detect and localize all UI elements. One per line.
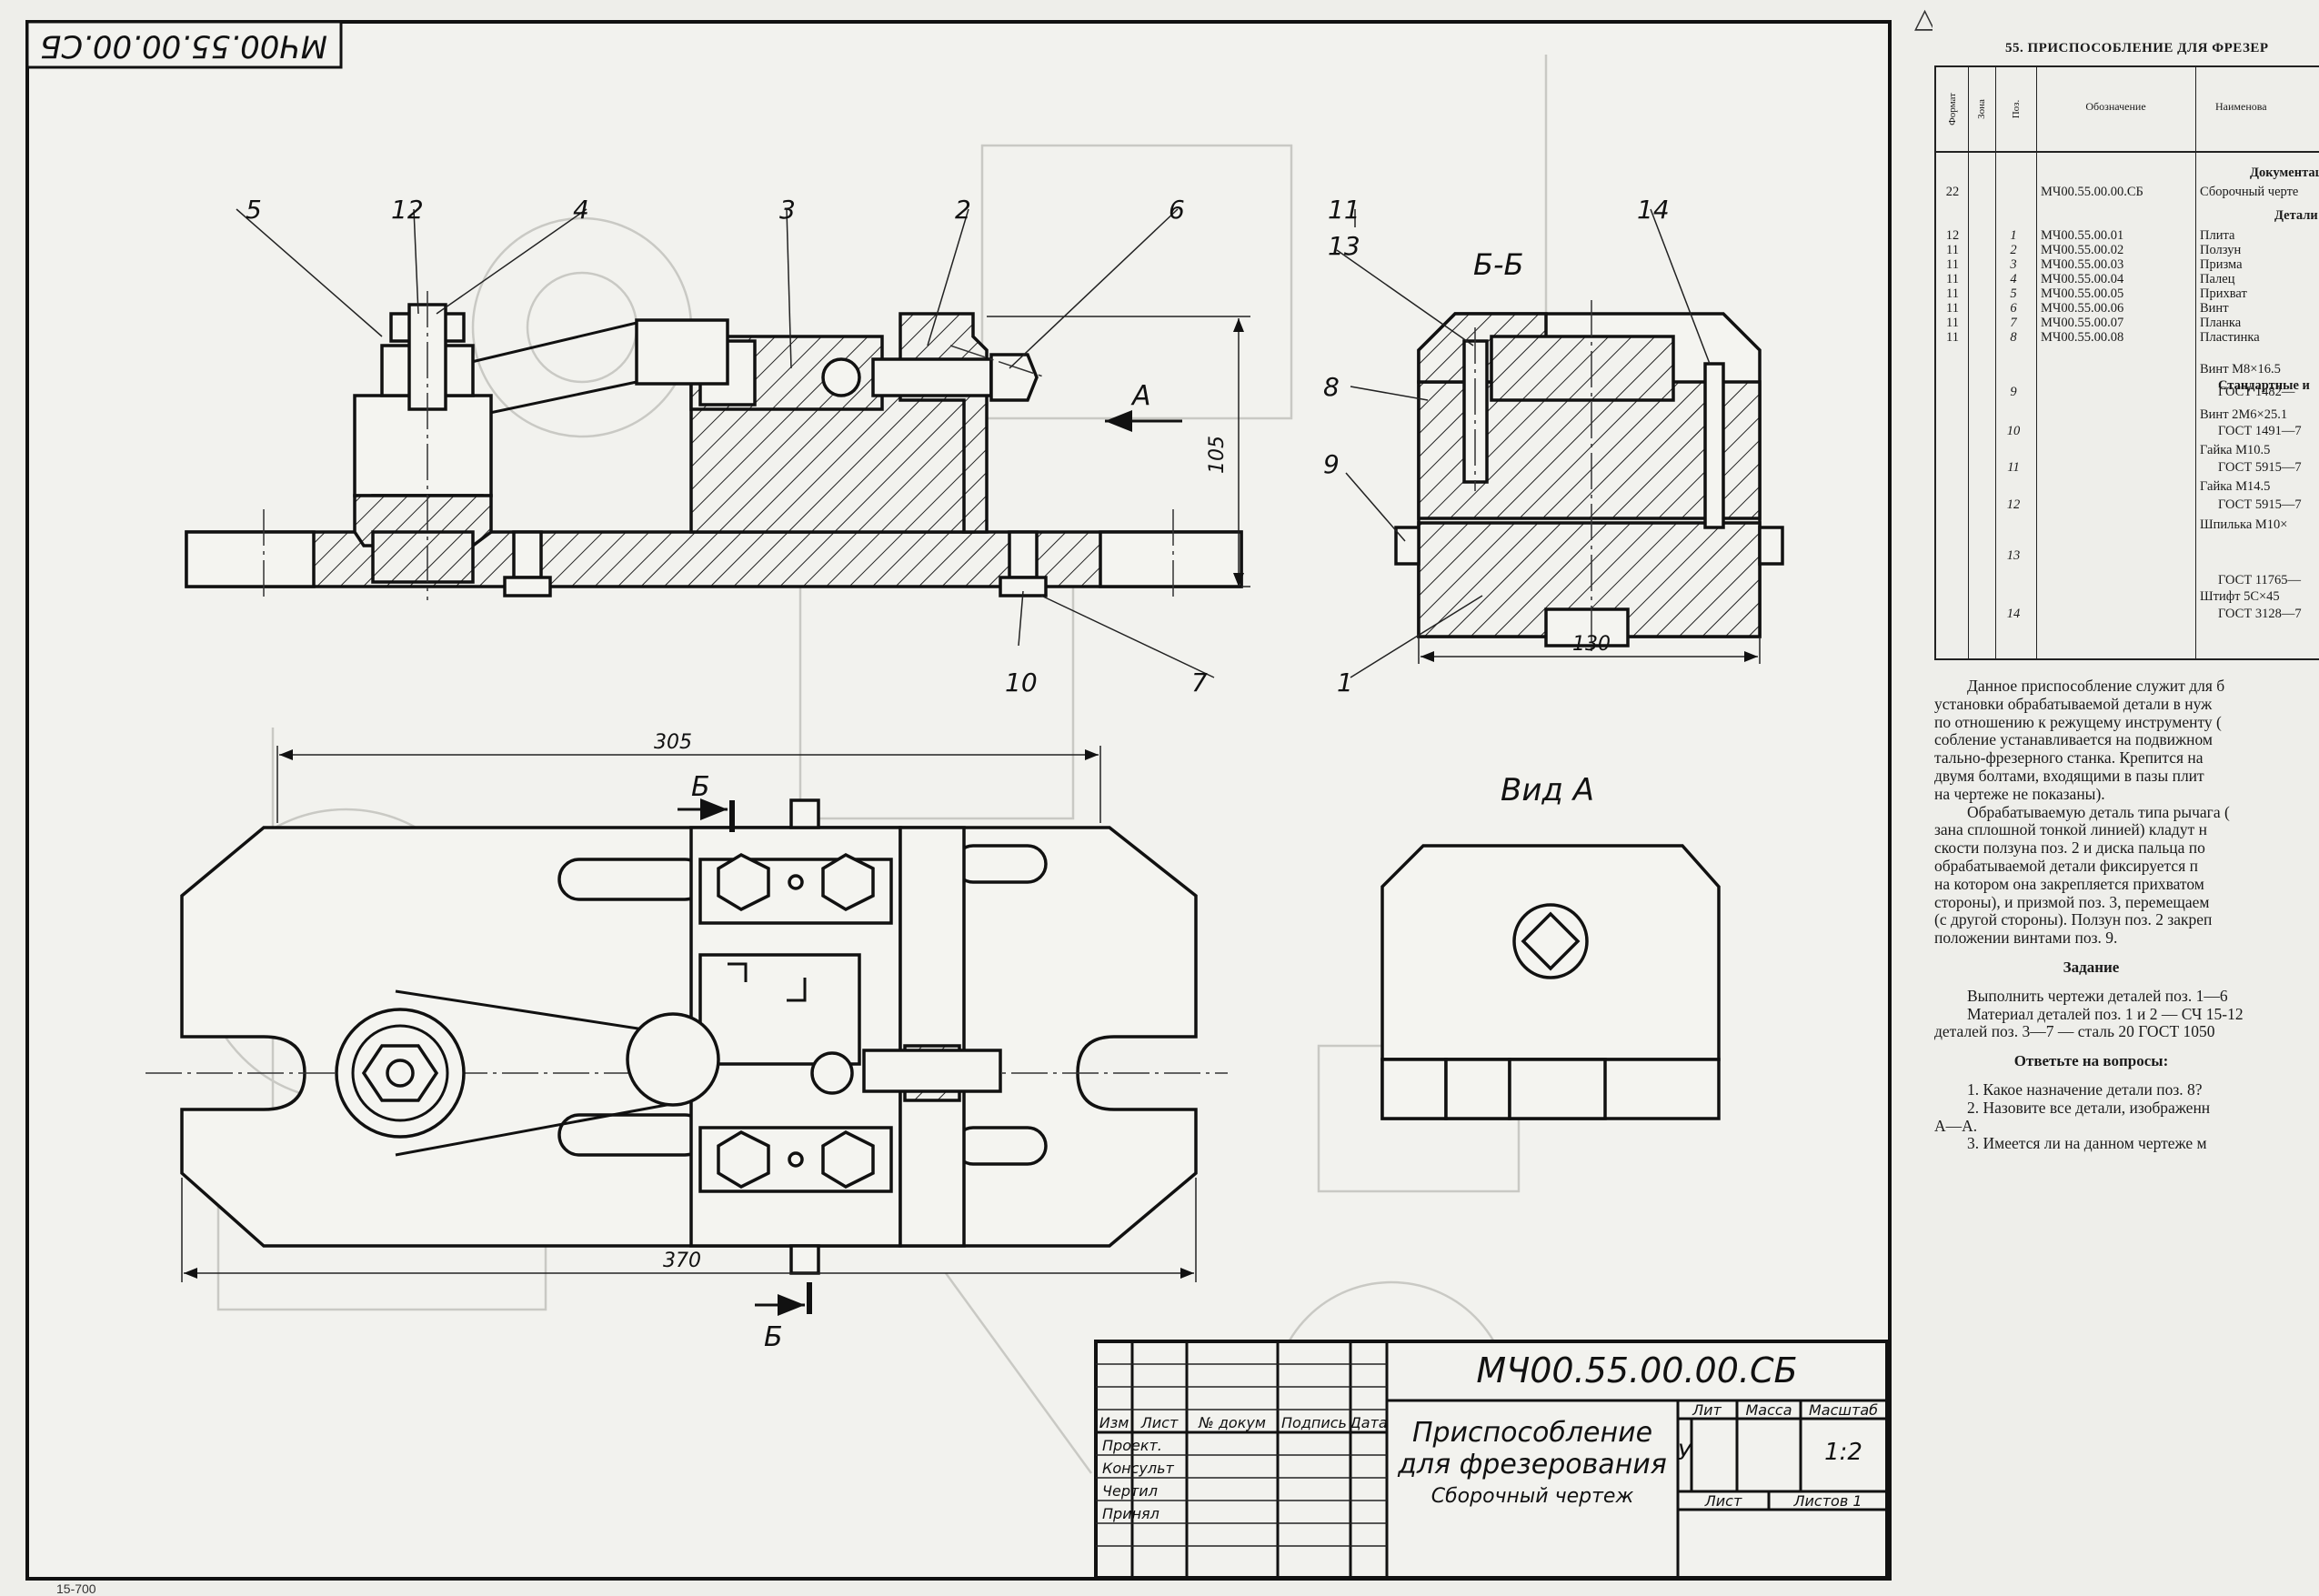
cut-letter-bottom: Б xyxy=(764,1321,783,1353)
text-line: собление устанавливается на подвижном xyxy=(1934,731,2213,749)
dimension-305: 305 xyxy=(654,731,692,754)
text-line: по отношению к режущему инструменту ( xyxy=(1934,713,2222,731)
text-line: тально-фрезерного станка. Крепится на xyxy=(1934,749,2204,768)
tb-lit-label: Лит xyxy=(1692,1401,1722,1419)
spec-header-pos: Поз. xyxy=(2010,99,2022,119)
text-line: деталей поз. 3—7 — сталь 20 ГОСТ 1050 xyxy=(1934,1023,2215,1041)
rotated-code-stamp: МЧ00.55.00.00.СБ xyxy=(25,20,343,69)
text-line: зана сплошной тонкой линией) кладут н xyxy=(1934,821,2207,839)
tb-role-proekt: Проект. xyxy=(1102,1437,1162,1454)
tb-scale-value: 1:2 xyxy=(1824,1439,1862,1466)
direction-label: A xyxy=(1130,380,1151,412)
task-heading: Задание xyxy=(2063,958,2120,976)
text-line: Данное приспособление служит для б xyxy=(1967,678,2225,695)
front-view-callouts: 5 12 4 3 2 6 10 7 xyxy=(236,195,1215,698)
text-line: Выполнить чертежи деталей поз. 1—6 xyxy=(1967,987,2228,1005)
text-line: двумя болтами, входящими в пазы плит xyxy=(1934,767,2204,785)
corner-triangle-icon: △ xyxy=(1914,3,1932,35)
tb-lit-value: У xyxy=(1678,1440,1692,1465)
text-line: положении винтами поз. 9. xyxy=(1934,929,2118,948)
text-line: 1. Какое назначение детали поз. 8? xyxy=(1967,1080,2203,1099)
questions-list: 1. Какое назначение детали поз. 8?2. Наз… xyxy=(1934,1081,2319,1153)
spec-section-documents: Документац xyxy=(2250,166,2319,180)
dimension-130: 130 xyxy=(1572,633,1611,656)
text-line: установки обрабатываемой детали в нуж xyxy=(1934,695,2213,713)
callout-7: 7 xyxy=(1191,668,1208,698)
callout-4: 4 xyxy=(573,195,589,225)
cut-letter-top: Б xyxy=(691,771,710,803)
footer-note: 15-700 xyxy=(56,1581,96,1596)
view-a-title: Вид А xyxy=(1501,772,1594,808)
text-line: (с другой стороны). Ползун поз. 2 закреп xyxy=(1934,911,2213,929)
text-line: на котором она закрепляется прихватом xyxy=(1934,875,2204,893)
tb-col-list: Лист xyxy=(1140,1414,1179,1431)
dimension-370: 370 xyxy=(663,1250,701,1272)
title-block-code: МЧ00.55.00.00.СБ xyxy=(1476,1350,1797,1390)
assembly-drawing-sheet: МЧ00.55.00.00.СБ xyxy=(25,3,1932,1596)
callout-13: 13 xyxy=(1328,231,1360,261)
book-text-panel: 55. ПРИСПОСОБЛЕНИЕ ДЛЯ ФРЕЗЕР Формат Зон… xyxy=(1932,32,2319,1596)
panel-title: 55. ПРИСПОСОБЛЕНИЕ ДЛЯ ФРЕЗЕР xyxy=(2005,41,2269,55)
spec-section-parts: Детали xyxy=(2274,208,2318,223)
callout-11: 11 xyxy=(1328,195,1360,225)
title-block-name-1: Приспособление xyxy=(1412,1417,1652,1449)
dimension-105: 105 xyxy=(1206,436,1229,474)
text-line: обрабатываемой детали фиксируется п xyxy=(1934,857,2198,875)
callout-6: 6 xyxy=(1169,195,1185,225)
section-title: Б-Б xyxy=(1473,247,1523,282)
top-view xyxy=(146,798,1228,1275)
spec-header-zone: Зона xyxy=(1976,99,1987,119)
tb-role-konsult: Консульт xyxy=(1102,1460,1175,1477)
text-line: А—А. xyxy=(1934,1117,1978,1135)
tb-scale-label: Масштаб xyxy=(1809,1401,1878,1419)
title-block-name-2: для фрезерования xyxy=(1397,1449,1667,1481)
callout-12: 12 xyxy=(391,195,424,225)
callout-3: 3 xyxy=(779,195,796,225)
spec-header-designation: Обозначение xyxy=(2085,100,2146,113)
callout-2: 2 xyxy=(955,195,971,225)
text-line: Материал деталей поз. 1 и 2 — СЧ 15-12 xyxy=(1967,1005,2244,1023)
drawing-frame xyxy=(25,20,1892,1581)
tb-col-sign: Подпись xyxy=(1281,1414,1347,1431)
text-line: скости ползуна поз. 2 и диска пальца по xyxy=(1934,839,2205,858)
tb-role-prinyal: Принял xyxy=(1102,1505,1160,1522)
specification-table: Формат Зона Поз. Обозначение Наименова Д… xyxy=(1934,65,2319,660)
tb-sheet-label: Лист xyxy=(1704,1492,1742,1510)
section-b-b: Б-Б 130 11 13 8 9 1 14 xyxy=(1323,195,1784,698)
title-block-name-3: Сборочный чертеж xyxy=(1431,1485,1634,1508)
dimension-height: 105 xyxy=(987,316,1250,587)
tb-col-izm: Изм xyxy=(1099,1414,1129,1431)
callout-5: 5 xyxy=(246,195,262,225)
callout-14: 14 xyxy=(1637,195,1670,225)
text-line: Обрабатываемую деталь типа рычага ( xyxy=(1967,803,2230,821)
questions-heading: Ответьте на вопросы: xyxy=(2013,1052,2169,1070)
cutting-plane-marks: Б Б xyxy=(678,771,812,1353)
tb-role-chertil: Чертил xyxy=(1102,1482,1158,1500)
tb-col-docnum: № докум xyxy=(1198,1414,1266,1431)
title-block: МЧ00.55.00.00.СБ Приспособление для фрез… xyxy=(1094,1340,1889,1580)
spec-header-name: Наименова xyxy=(2215,100,2267,113)
base-plate-section xyxy=(185,530,1243,588)
text-line: 3. Имеется ли на данном чертеже м xyxy=(1967,1135,2207,1153)
view-direction-arrow: A xyxy=(1105,380,1182,432)
top-view-dimensions: 305 370 xyxy=(181,731,1197,1282)
text-line: на чертеже не показаны). xyxy=(1934,785,2105,803)
callout-8: 8 xyxy=(1323,372,1340,402)
callout-9: 9 xyxy=(1323,449,1340,479)
front-view xyxy=(185,291,1243,600)
rotated-code-text: МЧ00.55.00.00.СБ xyxy=(40,28,327,65)
callout-1: 1 xyxy=(1337,668,1353,698)
tb-sheets-label: Листов 1 xyxy=(1792,1492,1862,1510)
tb-mass-label: Масса xyxy=(1745,1401,1792,1419)
text-line: 2. Назовите все детали, изображенн xyxy=(1967,1099,2211,1117)
tb-col-date: Дата xyxy=(1349,1414,1387,1431)
text-line: стороны), и призмой поз. 3, перемещаем xyxy=(1934,893,2210,911)
callout-10: 10 xyxy=(1005,668,1038,698)
view-a: Вид А xyxy=(1380,772,1721,1120)
spec-section-standard: Стандартные и xyxy=(2218,378,2310,393)
spec-header-format: Формат xyxy=(1946,93,1958,125)
